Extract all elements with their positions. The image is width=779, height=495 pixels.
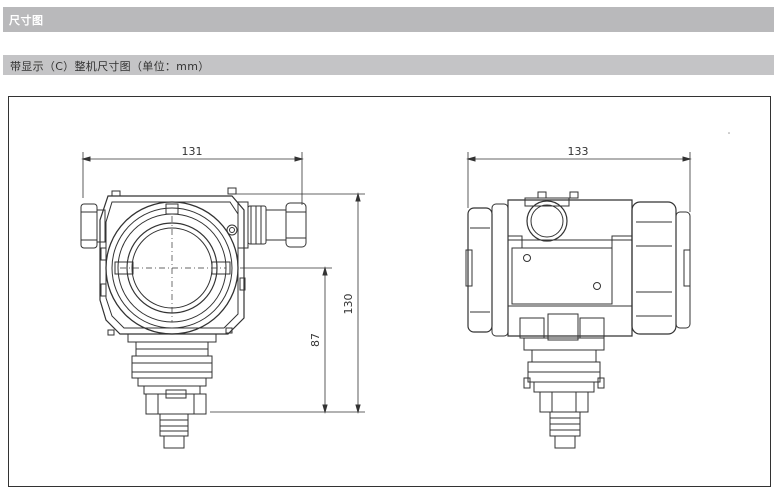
side-width-dimension: 133 [568,145,589,158]
section-title: 尺寸图 [9,14,44,27]
front-width-dimension: 131 [182,145,203,158]
drawing-frame [8,96,771,487]
side-view: 133 [465,132,730,449]
subsection-title: 带显示（C）整机尺寸图（单位：mm） [10,60,210,73]
subsection-header-bar: 带显示（C）整机尺寸图（单位：mm） [3,55,774,75]
front-center-dimension: 87 [309,333,322,347]
front-height-dimension: 130 [342,294,355,315]
front-view: 131 130 87 [80,145,365,449]
section-header-bar: 尺寸图 [3,7,774,32]
